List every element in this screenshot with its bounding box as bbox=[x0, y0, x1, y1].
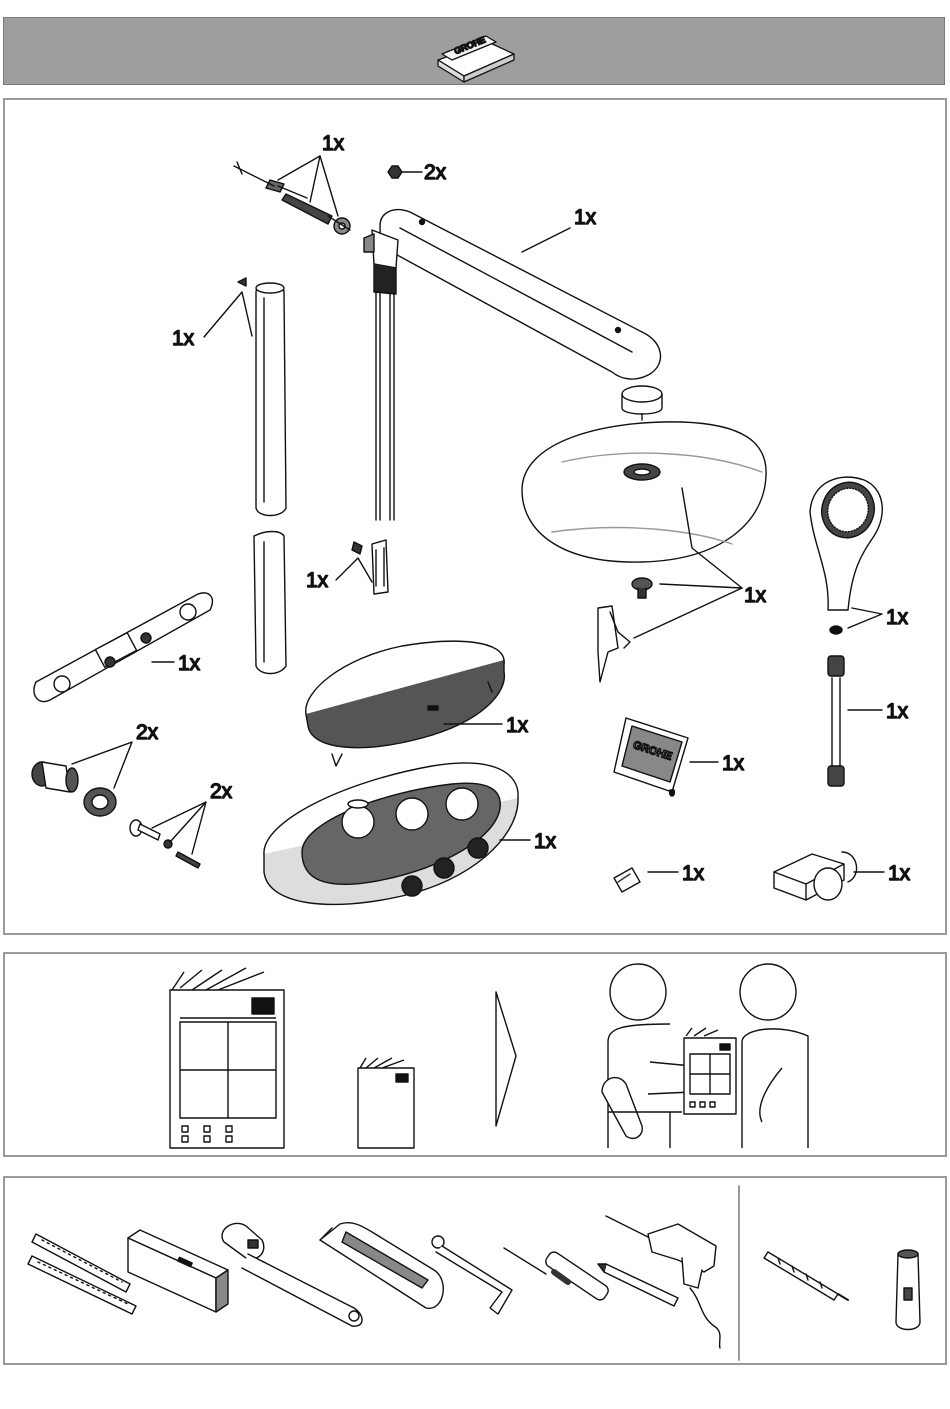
handover-scene-icon bbox=[602, 964, 808, 1148]
head-shower-icon bbox=[522, 386, 766, 562]
documentation-panel bbox=[3, 952, 947, 1157]
qty-wall-plate: 1x bbox=[178, 652, 201, 675]
qty-nut: 2x bbox=[424, 161, 447, 184]
wall-plate-icon bbox=[34, 593, 212, 702]
pencil-icon bbox=[598, 1264, 678, 1306]
installation-manual-icon bbox=[170, 968, 284, 1148]
qty-screws: 2x bbox=[210, 780, 233, 803]
qty-grub-screw: 1x bbox=[172, 327, 195, 350]
qty-thermostat-body: 1x bbox=[534, 830, 557, 853]
hex-key-icon bbox=[432, 1236, 512, 1314]
screw-pins-icon bbox=[352, 540, 388, 594]
parts-panel: 1x 2x 1x 1x bbox=[3, 98, 947, 935]
qty-wall-screw-set: 1x bbox=[322, 132, 345, 155]
drill-bit-icon bbox=[606, 1216, 650, 1238]
screws-icon bbox=[130, 820, 200, 868]
quick-guide-icon bbox=[358, 1058, 414, 1148]
shelf-cover-icon bbox=[306, 641, 505, 766]
header-bar: GROHE bbox=[3, 17, 945, 85]
qty-shower-holder: 1x bbox=[888, 862, 911, 885]
handover-arrow-icon bbox=[496, 992, 516, 1126]
riser-pipe-icon bbox=[238, 278, 286, 674]
grease-sachet-icon: GROHE bbox=[614, 718, 688, 796]
eccentric-connector-icon bbox=[32, 762, 116, 816]
shower-holder-icon bbox=[774, 852, 857, 900]
special-socket-key-icon bbox=[764, 1252, 848, 1300]
qty-shelf-cover: 1x bbox=[506, 714, 529, 737]
qty-screw-pins: 1x bbox=[306, 569, 329, 592]
qty-eccentric-connectors: 2x bbox=[136, 721, 159, 744]
thermostat-body-icon bbox=[264, 763, 518, 904]
hex-key-special-icon bbox=[598, 606, 630, 682]
folding-rule-icon bbox=[28, 1234, 136, 1314]
screwdriver-icon bbox=[504, 1248, 610, 1302]
socket-wrench-icon bbox=[896, 1250, 920, 1330]
qty-shower-arm: 1x bbox=[574, 206, 597, 229]
hand-shower-icon bbox=[810, 475, 882, 634]
spirit-level-icon bbox=[128, 1230, 228, 1312]
tools-panel bbox=[3, 1176, 947, 1365]
nut-icon bbox=[388, 166, 402, 178]
qty-head-shower-accessories: 1x bbox=[744, 584, 767, 607]
grub-pin-icon bbox=[632, 578, 652, 598]
qty-clip: 1x bbox=[682, 862, 705, 885]
qty-hand-shower: 1x bbox=[886, 606, 909, 629]
hose-icon bbox=[828, 656, 844, 786]
qty-hose: 1x bbox=[886, 700, 909, 723]
qty-grease-sachet: 1x bbox=[722, 752, 745, 775]
clip-icon bbox=[614, 868, 640, 892]
product-box-icon: GROHE bbox=[4, 18, 946, 86]
utility-knife-icon bbox=[320, 1223, 443, 1309]
